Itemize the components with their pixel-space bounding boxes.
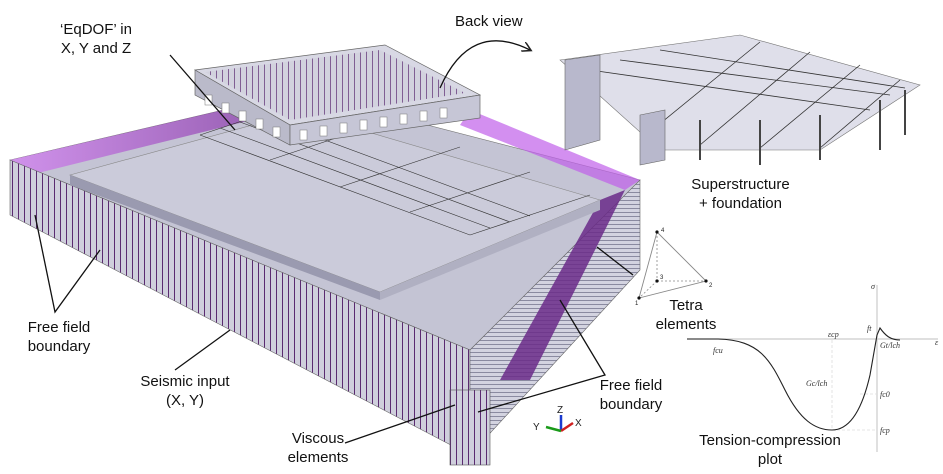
x-axis-label: X [575, 418, 582, 429]
seismic-input-line-2: (X, Y) [165, 392, 205, 409]
sigma-label: σ [871, 282, 876, 291]
ecp-label: εcp [828, 330, 839, 339]
gc-lch-label: Gc/lch [806, 379, 827, 388]
superstructure-label: Superstructure + foundation [678, 175, 803, 213]
fc0-label: fc0 [880, 390, 890, 399]
tetra-callout [596, 246, 634, 276]
free-field-right-line-2: boundary [599, 396, 663, 413]
viscous-callout [344, 404, 456, 444]
tension-compression-plot: σ ε ft Gt/lch εcp fcu Gc/lch fc0 fcp [687, 282, 939, 452]
seismic-callout [174, 329, 231, 371]
seismic-input-line-1: Seismic input [140, 373, 230, 390]
soil-domain [9, 91, 641, 466]
tetra-node-2: 2 [709, 283, 713, 289]
seismic-input-label: Seismic input (X, Y) [130, 372, 240, 410]
fcu-label: fcu [713, 346, 723, 355]
tetra-label: Tetra elements [646, 296, 726, 334]
free-field-right-label: Free field boundary [590, 376, 672, 414]
gt-lch-label: Gt/lch [880, 341, 900, 350]
tetra-line-2: elements [655, 316, 717, 333]
free-field-left-line-2: boundary [27, 338, 91, 355]
stress-strain-curve [687, 326, 901, 431]
tetra-node-4: 4 [661, 228, 665, 234]
viscous-column [449, 389, 491, 466]
inner-platform-front [70, 175, 380, 300]
axes-triad: Z X Y [533, 405, 582, 433]
tension-compression-line-2: plot [757, 451, 783, 468]
tension-compression-label: Tension-compression plot [690, 431, 850, 469]
superstructure-line-1: Superstructure [691, 176, 790, 193]
superstructure-line-2: + foundation [699, 195, 782, 212]
inner-platform-front-right [380, 200, 600, 300]
back-view-model [559, 34, 921, 166]
free-field-right-callout [477, 299, 606, 413]
z-axis-label: Z [557, 405, 563, 416]
free-field-left-label: Free field boundary [18, 318, 100, 356]
eqdof-line-1: ‘EqDOF’ in [60, 21, 132, 38]
tetra-node-1: 1 [635, 301, 639, 307]
viscous-label: Viscous elements [283, 429, 353, 467]
fcp-label: fcp [880, 426, 890, 435]
free-field-left-line-1: Free field [27, 319, 91, 336]
eqdof-label: ‘EqDOF’ in X, Y and Z [50, 20, 142, 58]
eqdof-callout [169, 54, 236, 131]
back-view-arrow [439, 40, 530, 89]
y-axis-label: Y [533, 422, 540, 433]
tetra-line-1: Tetra [669, 297, 703, 314]
tetra-node-3: 3 [660, 275, 664, 281]
free-field-right-line-1: Free field [599, 377, 663, 394]
tension-compression-line-1: Tension-compression [699, 432, 841, 449]
ft-label: ft [867, 324, 872, 333]
free-field-left-callout [34, 214, 101, 314]
eqdof-line-2: X, Y and Z [60, 40, 132, 57]
viscous-line-1: Viscous [291, 430, 345, 447]
back-view-label: Back view [455, 13, 523, 30]
viscous-line-2: elements [287, 449, 349, 466]
superstructure-model [193, 44, 482, 146]
callout-lines [34, 40, 634, 444]
boundary-right-back [460, 110, 640, 190]
boundary-right-side [500, 190, 625, 380]
epsilon-label: ε [935, 338, 939, 347]
tetra-element-diagram: 1 2 3 4 [635, 228, 713, 307]
